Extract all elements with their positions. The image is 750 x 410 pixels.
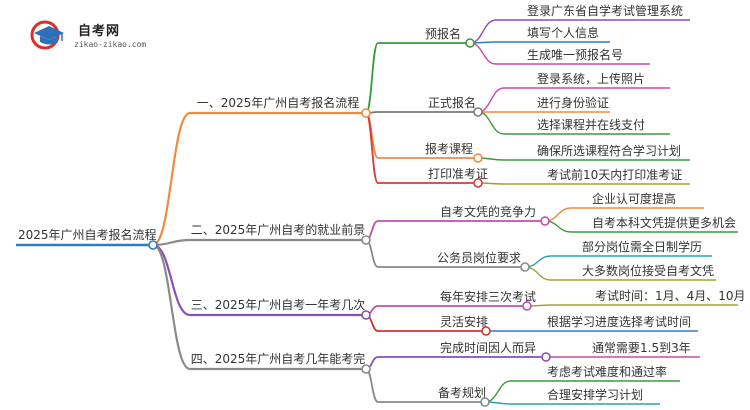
leaf-topic: 生成唯一预报名号 bbox=[527, 47, 623, 62]
leaf-connector bbox=[484, 380, 512, 403]
branch-connector bbox=[152, 111, 191, 247]
subtopic-dot bbox=[520, 262, 530, 272]
subtopic: 完成时间因人而异 bbox=[440, 340, 536, 355]
subtopic-dot bbox=[541, 352, 551, 362]
subtopic: 正式报名 bbox=[428, 95, 476, 110]
leaf-topic: 考试时间：1月、4月、10月 bbox=[595, 288, 746, 303]
leaf-topic: 考试前10天内打印准考证 bbox=[547, 167, 682, 182]
leaf-topic: 根据学习进度选择考试时间 bbox=[547, 314, 691, 329]
leaf-topic: 考虑考试难度和通过率 bbox=[547, 364, 667, 379]
leaf-connector bbox=[469, 42, 497, 65]
subtopic-dot bbox=[480, 397, 490, 407]
subtopic-dot bbox=[473, 107, 483, 117]
leaf-topic: 合理安排学习计划 bbox=[547, 387, 643, 402]
root-dot bbox=[148, 240, 158, 250]
leaf-topic: 选择课程并在线支付 bbox=[537, 117, 645, 132]
leaf-connector bbox=[477, 111, 505, 135]
leaf-topic: 确保所选课程符合学习计划 bbox=[537, 143, 681, 158]
leaf-topic: 企业认可度提高 bbox=[592, 191, 676, 206]
subtopic-dot bbox=[473, 178, 483, 188]
leaf-connector bbox=[477, 87, 505, 113]
leaf-topic: 大多数岗位接受自考文凭 bbox=[582, 263, 714, 278]
logo-url: zikao-zikao.com bbox=[74, 40, 147, 49]
leaf-topic: 部分岗位需全日制学历 bbox=[582, 239, 702, 254]
leaf-topic: 通常需要1.5到3年 bbox=[592, 341, 691, 355]
leaf-topic: 登录广东省自学考试管理系统 bbox=[527, 3, 683, 18]
subtopic-dot bbox=[473, 153, 483, 163]
subtopic: 报考课程 bbox=[425, 141, 473, 156]
branch-topic: 三、2025年广州自考一年考几次 bbox=[191, 298, 366, 312]
logo: 自考网 zikao-zikao.com bbox=[30, 16, 170, 56]
subtopic-connector bbox=[365, 368, 379, 403]
subtopic: 备考规划 bbox=[438, 385, 486, 400]
leaf-topic: 登录系统，上传照片 bbox=[537, 71, 645, 86]
subtopic-dot bbox=[540, 216, 550, 226]
subtopic: 自考文凭的竞争力 bbox=[440, 204, 536, 219]
subtopic: 打印准考证 bbox=[428, 167, 488, 181]
branch-dot bbox=[361, 235, 371, 245]
subtopic-connector bbox=[365, 42, 379, 114]
branch-dot bbox=[361, 310, 371, 320]
subtopic-connector bbox=[365, 112, 379, 184]
logo-title: 自考网 bbox=[78, 24, 121, 39]
subtopic-dot bbox=[522, 301, 532, 311]
branch-topic: 一、2025年广州自考报名流程 bbox=[197, 95, 360, 110]
subtopic: 预报名 bbox=[425, 26, 461, 41]
branch-connector bbox=[152, 243, 191, 371]
leaf-topic: 填写个人信息 bbox=[527, 25, 599, 40]
subtopic: 每年安排三次考试 bbox=[440, 289, 536, 304]
leaf-connector bbox=[469, 19, 497, 44]
subtopic-dot bbox=[481, 326, 491, 336]
root-topic: 2025年广州自考报名流程 bbox=[18, 227, 157, 242]
leaf-topic: 自考本科文凭提供更多机会 bbox=[592, 215, 736, 230]
branch-dot bbox=[361, 364, 371, 374]
leaf-topic: 进行身份验证 bbox=[537, 95, 609, 110]
branch-dot bbox=[361, 108, 371, 118]
subtopic-dot bbox=[465, 38, 475, 48]
subtopic: 灵活安排 bbox=[440, 314, 488, 329]
subtopic: 公务员岗位要求 bbox=[437, 250, 521, 265]
graduation-cap-icon bbox=[30, 20, 64, 50]
branch-topic: 二、2025年广州自考的就业前景 bbox=[191, 222, 366, 237]
branch-topic: 四、2025年广州自考几年能考完 bbox=[191, 351, 366, 366]
